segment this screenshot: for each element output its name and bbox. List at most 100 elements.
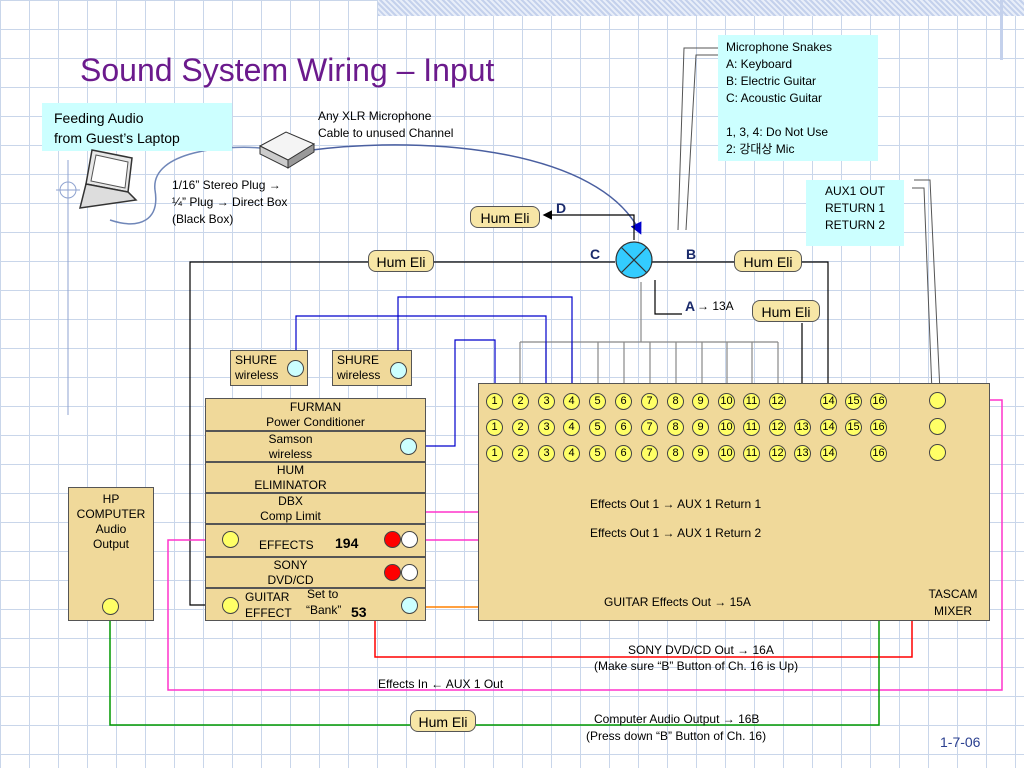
hum-eliminator-unit: HUM ELIMINATOR: [205, 462, 426, 493]
mixer-channel-input: 11: [743, 419, 760, 436]
aux-line: AUX1 OUT: [824, 184, 885, 198]
mixer-channel-input: 2: [512, 393, 529, 410]
guitar-effect-label: GUITAR EFFECT: [245, 589, 292, 621]
aux-out-jack: [929, 392, 946, 409]
effects-out-red-jack: [384, 531, 401, 548]
effects-in-jack: [222, 531, 239, 548]
mixer-channel-input: 14: [820, 445, 837, 462]
mixer-channel-input: 16: [870, 445, 887, 462]
mixer-name: TASCAM MIXER: [918, 586, 988, 620]
hum-eli-a: Hum Eli: [752, 300, 820, 322]
stereo-line-1: 1/16” Stereo Plug →: [172, 178, 281, 192]
direct-box-icon: [258, 131, 316, 169]
mixer-channel-input: 12: [769, 419, 786, 436]
mixer-name-line: MIXER: [933, 604, 972, 618]
mixer-channel-input: 8: [667, 393, 684, 410]
mixer-channel-input: 3: [538, 419, 555, 436]
furman-line: FURMAN: [289, 400, 342, 414]
mixer-channel-input: 7: [641, 445, 658, 462]
mixer-channel-input: 12: [769, 445, 786, 462]
banner-vline: [1000, 0, 1003, 60]
label-a-13a: → 13A: [697, 299, 734, 313]
shure-line: SHURE: [235, 353, 278, 367]
stereo-line-2: ¼” Plug → Direct Box: [172, 195, 288, 209]
hum-line: HUM: [276, 463, 305, 477]
mixer-channel-input: 6: [615, 393, 632, 410]
note-fx1: Effects Out 1 → AUX 1 Return 1: [590, 497, 762, 511]
hum-eli-b: Hum Eli: [734, 250, 802, 272]
hum-eli-c: Hum Eli: [368, 250, 434, 272]
snakes-line: 1, 3, 4: Do Not Use: [726, 125, 829, 139]
hp-line: Output: [92, 537, 130, 551]
mixer-channel-input: 3: [538, 445, 555, 462]
mixer-channel-input: 10: [718, 419, 735, 436]
feeding-line-1: Feeding Audio: [54, 110, 144, 126]
feeding-audio-box: Feeding Audio from Guest’s Laptop: [42, 103, 232, 151]
xlr-line-1: Any XLR Microphone: [318, 109, 432, 123]
shure1-jack: [287, 360, 304, 377]
mixer-channel-input: 7: [641, 419, 658, 436]
bank-number: 53: [351, 604, 367, 620]
dbx-line: DBX: [278, 494, 303, 508]
mixer-channel-input: 1: [486, 419, 503, 436]
mixer-channel-input: 4: [563, 393, 580, 410]
mixer-channel-input: 13: [794, 445, 811, 462]
mixer-channel-input: 5: [589, 445, 606, 462]
furman-line: Power Conditioner: [266, 415, 365, 429]
sony-red-jack: [384, 564, 401, 581]
mixer-channel-input: 1: [486, 445, 503, 462]
mixer-channel-input: 11: [743, 445, 760, 462]
shure-line: wireless: [235, 368, 279, 382]
mixer-channel-input: 11: [743, 393, 760, 410]
guitar-line: EFFECT: [245, 606, 292, 620]
mixer-channel-input: 8: [667, 419, 684, 436]
sony-line: DVD/CD: [267, 573, 314, 587]
mixer-channel-input: 2: [512, 419, 529, 436]
effects-label: EFFECTS: [259, 538, 314, 552]
label-c: C: [590, 246, 601, 262]
mixer-channel-input: 2: [512, 445, 529, 462]
mixer-channel-input: 9: [692, 419, 709, 436]
mixer-channel-input: 6: [615, 445, 632, 462]
return1-jack: [929, 418, 946, 435]
sony-line: SONY: [273, 558, 308, 572]
mixer-channel-input: 14: [820, 419, 837, 436]
snakes-line: A: Keyboard: [726, 57, 793, 71]
mixer-channel-input: 3: [538, 393, 555, 410]
mixer-channel-input: 1: [486, 393, 503, 410]
effects-out-white-jack: [401, 531, 418, 548]
hp-line: Audio: [95, 522, 127, 536]
mixer-channel-input: 10: [718, 445, 735, 462]
note-comp-2: (Press down “B” Button of Ch. 16): [586, 729, 767, 743]
mixer-name-line: TASCAM: [928, 587, 978, 601]
aux-line: RETURN 1: [824, 201, 885, 215]
hum-eli-computer: Hum Eli: [410, 710, 476, 732]
samson-jack: [400, 438, 417, 455]
set-to-label: Set to “Bank”: [306, 586, 341, 618]
dbx-unit: DBX Comp Limit: [205, 493, 426, 524]
shure-line: SHURE: [337, 353, 380, 367]
mixer-channel-input: 6: [615, 419, 632, 436]
mixer-channel-input: 4: [563, 419, 580, 436]
hum-eli-d: Hum Eli: [470, 206, 540, 228]
samson-line: Samson: [268, 432, 313, 446]
aux-box: AUX1 OUT RETURN 1 RETURN 2: [806, 180, 904, 246]
top-banner: [378, 0, 1024, 16]
laptop-icon: [79, 149, 138, 209]
furman-unit: FURMAN Power Conditioner: [205, 398, 426, 431]
hp-line: HP: [102, 492, 120, 506]
mixer-channel-input: 4: [563, 445, 580, 462]
mixer-channel-input: 5: [589, 393, 606, 410]
samson-line: wireless: [268, 447, 313, 461]
set-to-line: “Bank”: [306, 603, 342, 617]
mic-snakes-box: Microphone Snakes A: Keyboard B: Electri…: [718, 35, 878, 161]
mixer-channel-input: 14: [820, 393, 837, 410]
guitar-in-jack: [222, 597, 239, 614]
note-fx2: Effects Out 1 → AUX 1 Return 2: [590, 526, 762, 540]
mixer-channel-input: 16: [870, 419, 887, 436]
note-comp-1: Computer Audio Output → 16B: [594, 712, 760, 726]
stereo-line-3: (Black Box): [172, 212, 234, 226]
snakes-line: B: Electric Guitar: [726, 74, 817, 88]
label-b: B: [686, 246, 697, 262]
label-a: A: [685, 298, 696, 314]
